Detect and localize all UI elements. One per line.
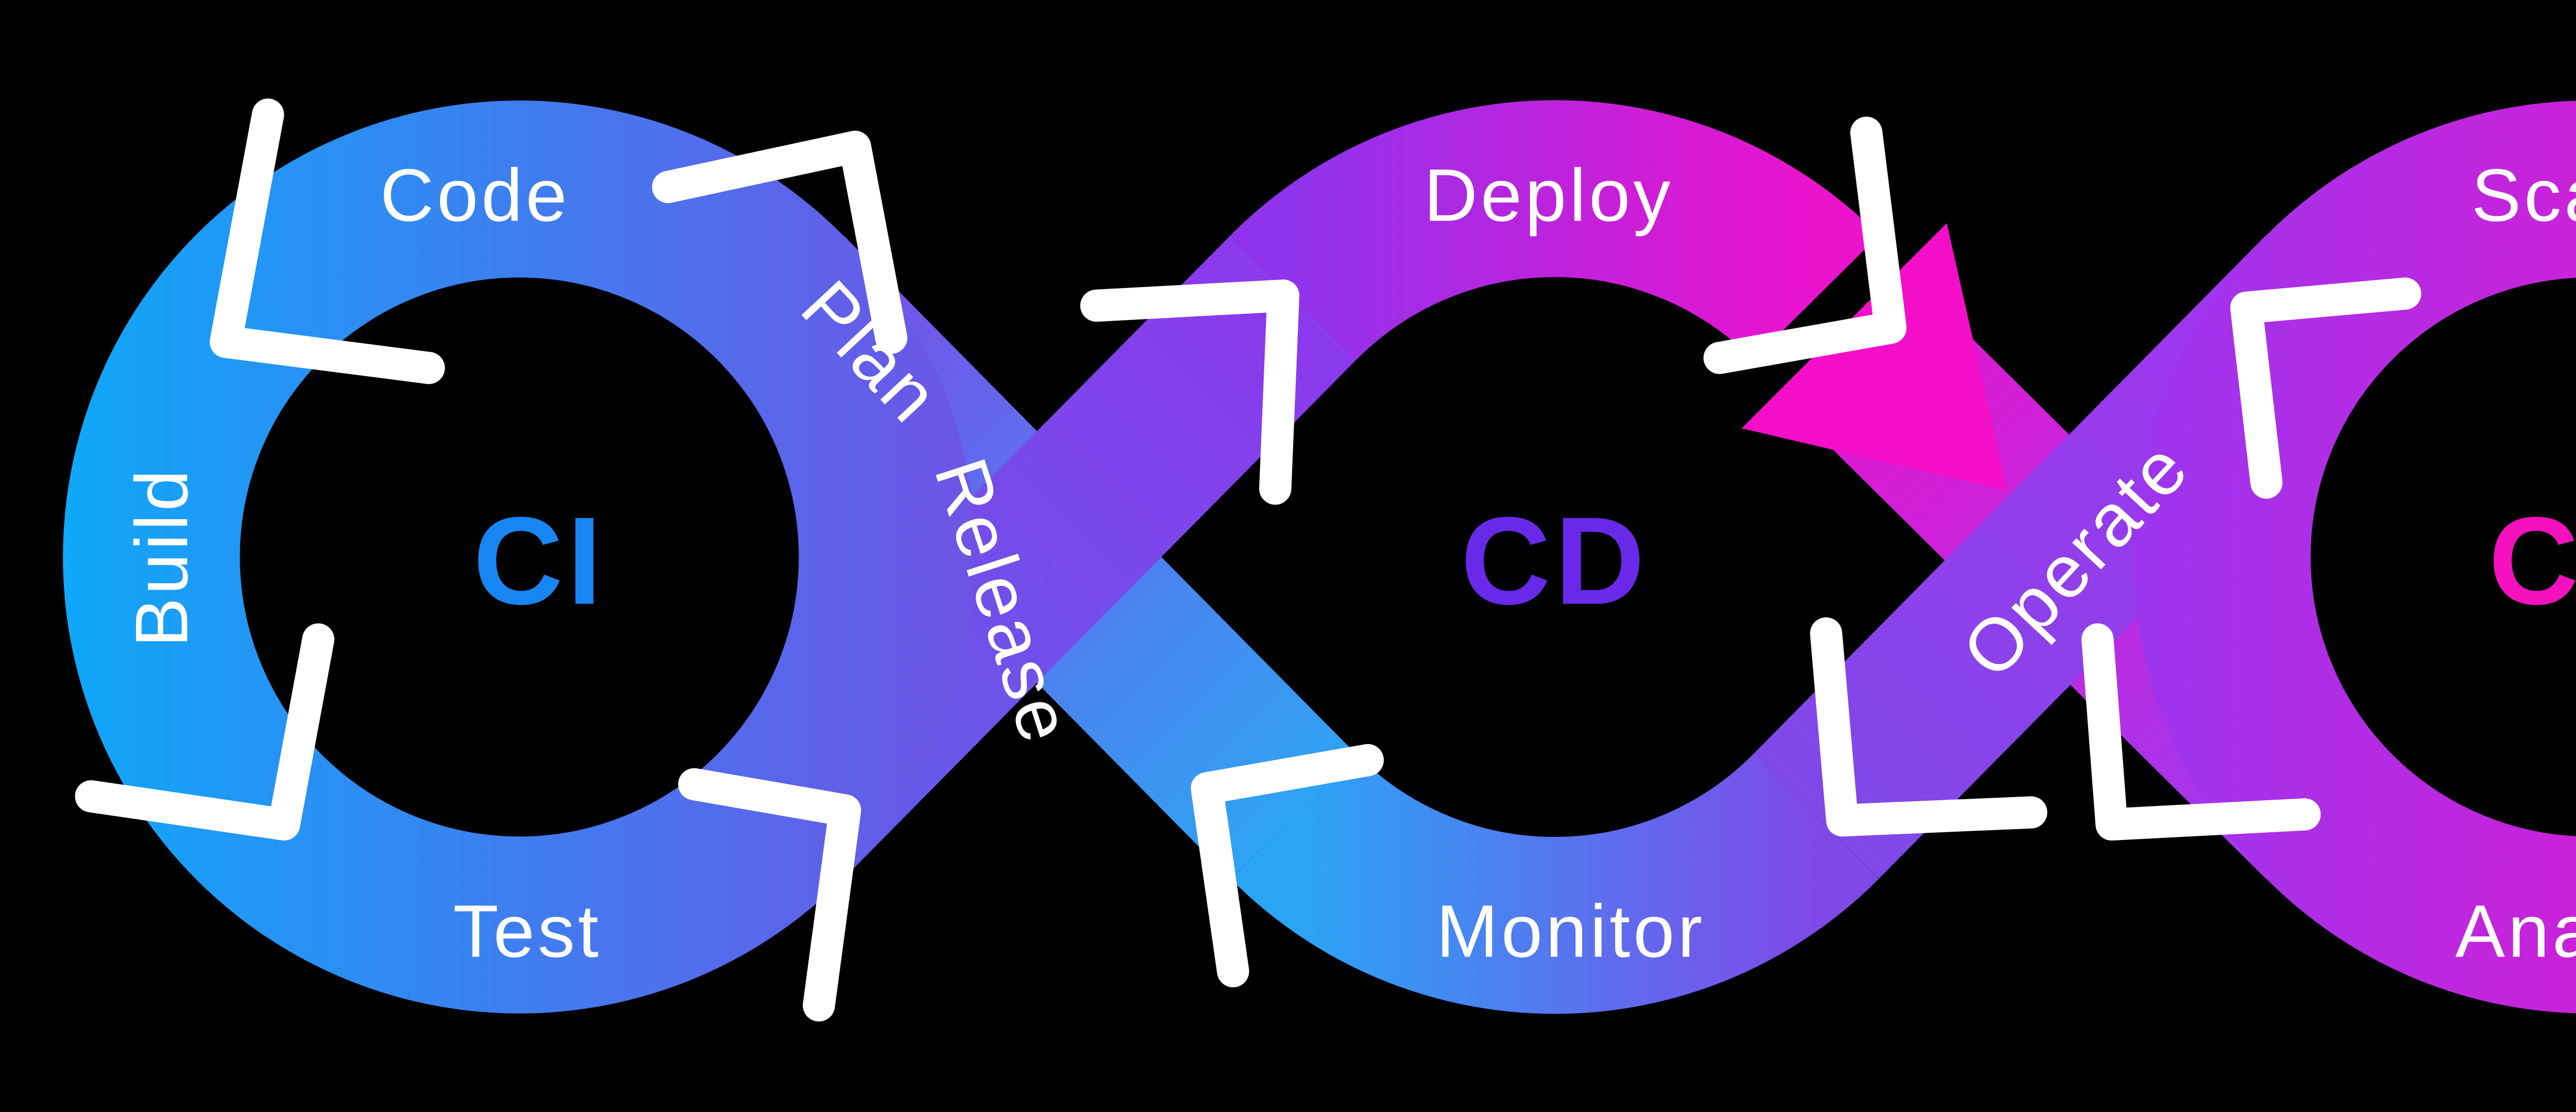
stage-label-analyze: Analyze [2455,889,2576,973]
loop-label-cd: CD [1461,492,1649,631]
stage-label-build: Build [120,467,203,647]
loop-label-ci: CI [473,492,606,631]
stage-label-monitor: Monitor [1436,889,1705,973]
flow-arrow-icon-7 [1191,744,1384,988]
flow-arrow-icon-11 [2081,623,2321,841]
flow-arrow-icon-4 [1703,116,1907,374]
flow-arrow-icon-9 [2230,277,2421,499]
loop-cd-top-arc [1230,100,1879,361]
loop-ring-ci [63,100,976,1014]
flow-arrow-icon-5 [75,623,334,841]
stage-label-scale: Scale [2471,154,2576,237]
stage-label-code: Code [380,154,570,237]
loop-label-co: CO [2488,492,2576,631]
flow-arrow-icon-2 [652,130,908,354]
loop-cd-bottom-arc [1230,753,1879,1014]
flow-arrow-icon-8 [1810,617,2047,837]
flow-arrow-icon-3 [1080,279,1300,505]
flow-arrow-icon-6 [678,768,861,1022]
loop-ring-co [2133,100,2576,1014]
flow-arrow-icon-1 [210,98,445,384]
stage-label-deploy: Deploy [1424,154,1674,237]
deploy-arrowhead [1741,223,2007,491]
stage-label-test: Test [453,889,601,973]
